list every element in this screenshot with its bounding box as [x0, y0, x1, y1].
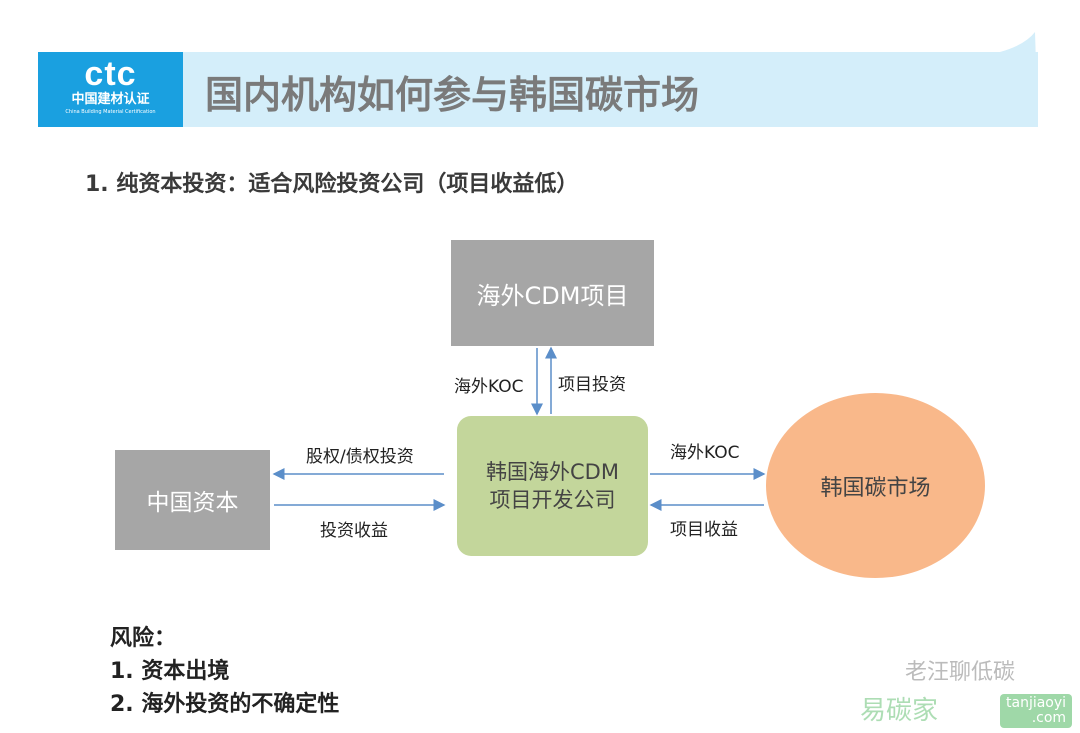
node-overseas-cdm: 海外CDM项目	[451, 240, 654, 346]
label-returns-right: 项目收益	[670, 520, 738, 540]
header-band	[38, 52, 1038, 127]
watermark-brand: 易碳家	[860, 696, 939, 726]
risk-list: 风险： 1. 资本出境 2. 海外投资的不确定性	[110, 622, 339, 721]
node-korea-market: 韩国碳市场	[766, 393, 985, 578]
node-china-capital: 中国资本	[115, 450, 270, 550]
domain-part: tanjiaoyi	[1006, 695, 1067, 711]
logo-mark: ctc	[84, 55, 137, 93]
risk-item: 1. 资本出境	[110, 659, 230, 684]
watermark-domain: tanjiaoyi.com	[1000, 694, 1073, 728]
label-equity: 股权/债权投资	[306, 447, 414, 467]
slide-subtitle: 1. 纯资本投资：适合风险投资公司（项目收益低）	[85, 172, 579, 197]
node-dev-company: 韩国海外CDM 项目开发公司	[457, 416, 648, 556]
domain-part: .com	[1031, 710, 1067, 726]
header-band-curve	[900, 32, 1038, 127]
label-koc-down: 海外KOC	[454, 377, 524, 397]
label-invest-up: 项目投资	[558, 375, 626, 395]
ctc-logo: ctc 中国建材认证 China Building Material Certi…	[38, 52, 183, 127]
watermark-author: 老汪聊低碳	[905, 660, 1016, 685]
slide-title: 国内机构如何参与韩国碳市场	[205, 73, 700, 117]
risk-item: 2. 海外投资的不确定性	[110, 692, 340, 717]
label-koc-right: 海外KOC	[670, 443, 740, 463]
node-line: 项目开发公司	[489, 488, 616, 512]
node-line: 韩国海外CDM	[486, 460, 619, 484]
logo-cn: 中国建材认证	[71, 92, 150, 107]
logo-en: China Building Material Certification	[65, 109, 156, 115]
risk-heading: 风险：	[110, 626, 177, 651]
label-returns-left: 投资收益	[320, 521, 388, 541]
